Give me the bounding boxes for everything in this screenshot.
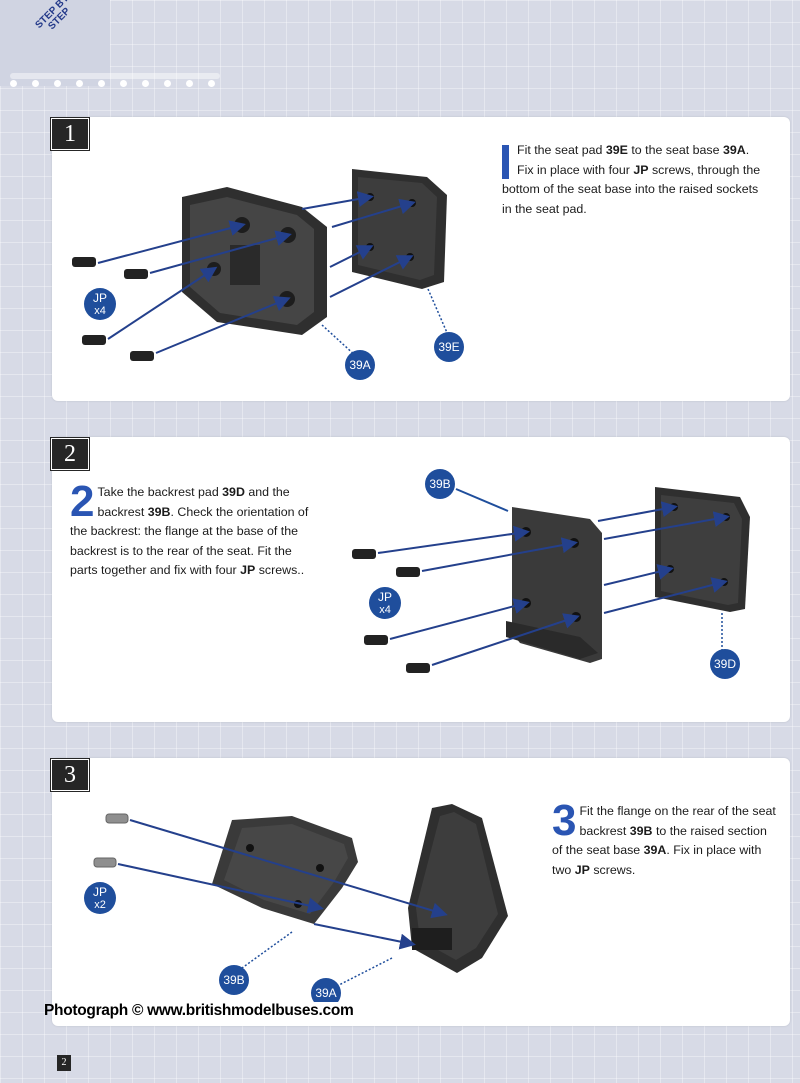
step-3-part-39a: 39A (643, 843, 667, 857)
screws-step-2 (352, 549, 430, 673)
seat-base-39a-step-3 (408, 804, 508, 973)
jp-x4-badge-2: JP x4 (369, 587, 401, 619)
step-1-text-2: to the seat base (627, 143, 723, 157)
step-3-text-0: Fit the flange on the rear of the seat b… (579, 804, 776, 838)
step-2-text-4: . Check the orientation of the backrest:… (70, 504, 309, 578)
badge-39b-3: 39B (219, 965, 249, 995)
step-2-part-39b: 39B (147, 504, 171, 519)
badge-39b-3-text: 39B (223, 973, 244, 987)
step-2-diagram: 39B JP x4 39D (352, 469, 750, 679)
step-3-text-4: . Fix in place with two (552, 843, 762, 877)
step-1-instructions: Fit the seat pad 39E to the seat base 39… (502, 141, 768, 219)
badge-count-3: x2 (94, 899, 106, 911)
badge-39a-3-text: 39A (315, 986, 336, 1000)
badge-jp-2: JP (378, 590, 392, 604)
dot-row-decoration (10, 72, 230, 87)
step-1-diagram: JP x4 39A 39E (72, 169, 464, 380)
step-1-accent-bar (502, 145, 509, 179)
badge-count-1: x4 (94, 305, 106, 317)
step-3-big-number: 3 (552, 796, 577, 845)
step-3-part-39b: 39B (629, 823, 653, 838)
backrest-39b-step-3 (212, 816, 358, 924)
badge-39a-1: 39A (345, 350, 375, 380)
jp-x4-badge-1: JP x4 (84, 288, 116, 320)
assembly-arrows-1 (97, 191, 416, 354)
step-2-instructions: 2 Take the backrest pad 39D and the back… (70, 477, 310, 581)
badge-39d-2: 39D (710, 649, 740, 679)
step-3-number: 3 (51, 759, 89, 791)
badge-39a-3: 39A (311, 978, 341, 1002)
step-1-text-6: screws, through the bottom of the seat b… (502, 162, 761, 216)
page-number: 2 (57, 1055, 71, 1071)
step-3-instructions: 3 Fit the flange on the rear of the seat… (552, 796, 777, 880)
step-3-text-2: to the raised section of the seat base (552, 823, 767, 858)
step-3-diagram: JP x2 39B 39A (84, 804, 508, 1002)
badge-39b-text: 39B (429, 477, 450, 491)
badge-39b-2: 39B (425, 469, 455, 499)
step-2-text-6: screws.. (255, 563, 305, 577)
step-1-text-4: . Fix in place with four (517, 143, 750, 177)
badge-39a-text: 39A (349, 358, 370, 372)
step-2-part-39d: 39D (222, 485, 245, 499)
badge-39e-text: 39E (438, 340, 459, 354)
assembly-arrows-3 (117, 819, 448, 950)
badge-jp-1: JP (93, 291, 107, 305)
photo-credit: Photograph © www.britishmodelbuses.com (44, 1002, 354, 1019)
badge-39e-1: 39E (434, 332, 464, 362)
step-2-text-2: and the backrest (97, 485, 290, 519)
step-1-jp: JP (633, 162, 649, 177)
step-1-text-0: Fit the seat pad (517, 143, 606, 157)
badge-39d-text: 39D (714, 657, 736, 671)
step-2-big-number: 2 (70, 477, 95, 526)
step-1-number: 1 (51, 118, 89, 150)
screws-step-3 (93, 813, 129, 868)
step-3-jp: JP (574, 862, 590, 877)
step-2-jp: JP (240, 563, 256, 577)
step-3-text-6: screws. (589, 862, 636, 877)
seat-pad-39e (352, 169, 447, 289)
assembly-arrows-2 (377, 501, 730, 666)
screws-step-1 (72, 257, 154, 361)
corner-tab (0, 0, 110, 86)
backrest-pad-39d (655, 487, 750, 612)
step-2-text-0: Take the backrest pad (97, 485, 223, 499)
jp-x2-badge-3: JP x2 (84, 882, 116, 914)
step-1-part-39e: 39E (605, 143, 628, 157)
backrest-39b (506, 507, 602, 663)
badge-jp-3: JP (93, 885, 107, 899)
step-2-number: 2 (51, 438, 89, 470)
step-1-part-39a: 39A (722, 143, 746, 157)
badge-count-2: x4 (379, 604, 391, 616)
